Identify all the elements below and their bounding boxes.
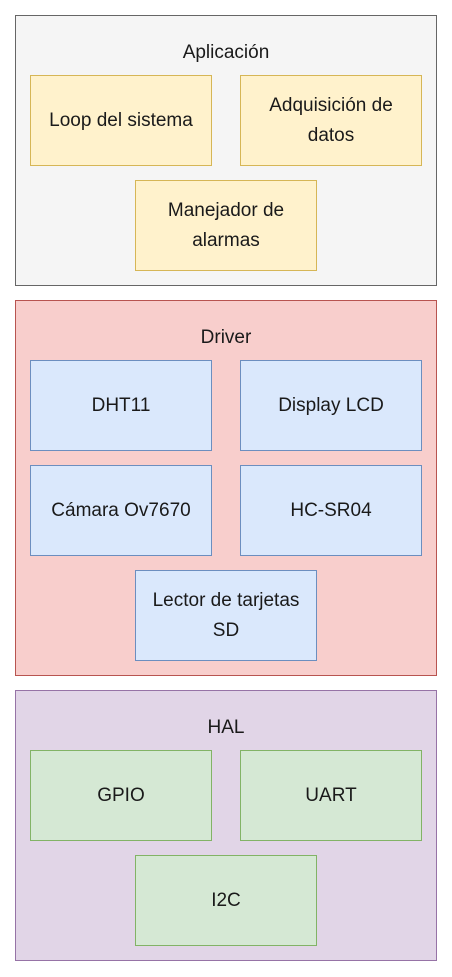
dht11-box: DHT11: [30, 360, 212, 451]
application-layer: Aplicación Loop del sistema Adquisición …: [15, 15, 437, 286]
camara-ov7670-box: Cámara Ov7670: [30, 465, 212, 556]
gpio-box: GPIO: [30, 750, 212, 841]
uart-box: UART: [240, 750, 422, 841]
hc-sr04-box: HC-SR04: [240, 465, 422, 556]
adquisicion-de-datos-box: Adquisición de datos: [240, 75, 422, 166]
application-layer-title: Aplicación: [182, 42, 270, 63]
loop-del-sistema-box: Loop del sistema: [30, 75, 212, 166]
manejador-de-alarmas-box: Manejador de alarmas: [135, 180, 317, 271]
hal-layer: HAL GPIO UART I2C: [15, 690, 437, 961]
display-lcd-box: Display LCD: [240, 360, 422, 451]
driver-layer-title: Driver: [200, 327, 252, 348]
hal-layer-title: HAL: [207, 717, 245, 738]
i2c-box: I2C: [135, 855, 317, 946]
lector-de-tarjetas-sd-box: Lector de tarjetas SD: [135, 570, 317, 661]
driver-layer: Driver DHT11 Display LCD Cámara Ov7670 H…: [15, 300, 437, 676]
